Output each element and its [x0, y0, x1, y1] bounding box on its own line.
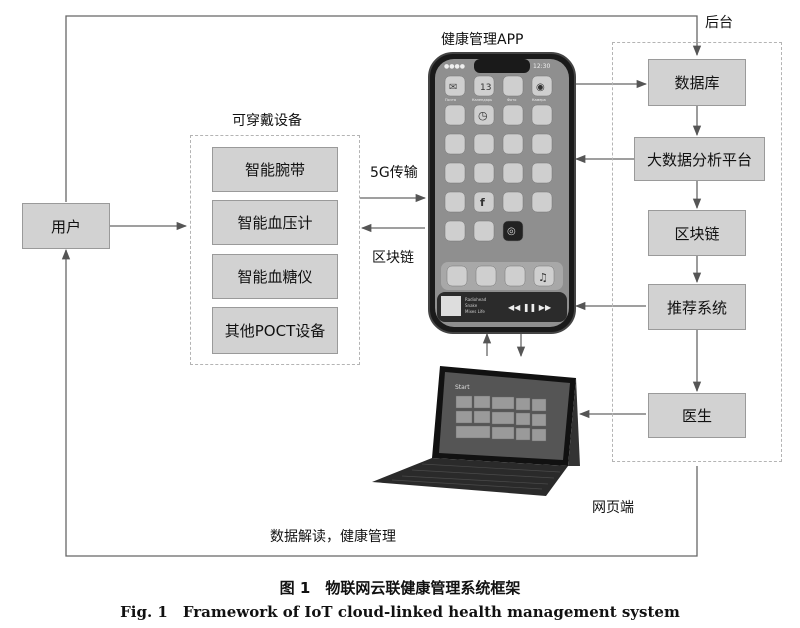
svg-text:♫: ♫ — [538, 271, 548, 284]
tablet-laptop-illustration: Start — [370, 362, 580, 502]
device-glucose: 智能血糖仪 — [212, 254, 338, 299]
edge-label-5g: 5G传输 — [370, 162, 418, 182]
svg-text:13: 13 — [480, 83, 491, 93]
svg-text:◷: ◷ — [478, 109, 488, 122]
tablet-start-label: Start — [455, 384, 470, 391]
phone-app-calendar: Календарь — [472, 98, 492, 102]
feedback-label: 数据解读，健康管理 — [270, 526, 396, 546]
smartphone-illustration: ●●●● 12:30 ✉ 13 ◉ ◷ f ◎ Почта Календарь … — [428, 52, 578, 336]
svg-text:●●●●: ●●●● — [444, 63, 465, 70]
node-analytics: 大数据分析平台 — [634, 137, 765, 181]
phone-app-photos: Фото — [507, 98, 516, 102]
phone-app-mail: Почта — [445, 98, 456, 102]
svg-text:◉: ◉ — [536, 82, 545, 93]
web-label: 网页端 — [592, 497, 634, 517]
device-blood-pressure: 智能血压计 — [212, 200, 338, 245]
phone-app-camera: Камера — [532, 98, 546, 102]
svg-text:f: f — [480, 196, 485, 209]
caption-chinese: 图 1 物联网云联健康管理系统框架 — [0, 577, 800, 598]
node-blockchain: 区块链 — [648, 210, 746, 256]
node-recommend: 推荐系统 — [648, 284, 746, 330]
music-title: Snake — [465, 303, 478, 308]
backend-label: 后台 — [705, 12, 733, 32]
device-poct: 其他POCT设备 — [212, 307, 338, 354]
svg-text:◀◀ ❚❚ ▶▶: ◀◀ ❚❚ ▶▶ — [508, 303, 552, 312]
edge-label-blockchain: 区块链 — [372, 247, 414, 267]
device-wristband: 智能腕带 — [212, 147, 338, 192]
node-doctor: 医生 — [648, 393, 746, 438]
node-database: 数据库 — [648, 59, 746, 106]
svg-text:✉: ✉ — [449, 82, 457, 93]
user-node: 用户 — [22, 203, 110, 249]
phone-status-time: 12:30 — [533, 63, 550, 70]
music-artist: Radiohead — [465, 297, 487, 302]
app-label: 健康管理APP — [441, 29, 523, 49]
music-album: Mixes Life — [465, 309, 485, 314]
caption-english: Fig. 1 Framework of IoT cloud-linked hea… — [0, 601, 800, 622]
svg-text:◎: ◎ — [507, 226, 516, 237]
wearables-label: 可穿戴设备 — [232, 110, 302, 130]
